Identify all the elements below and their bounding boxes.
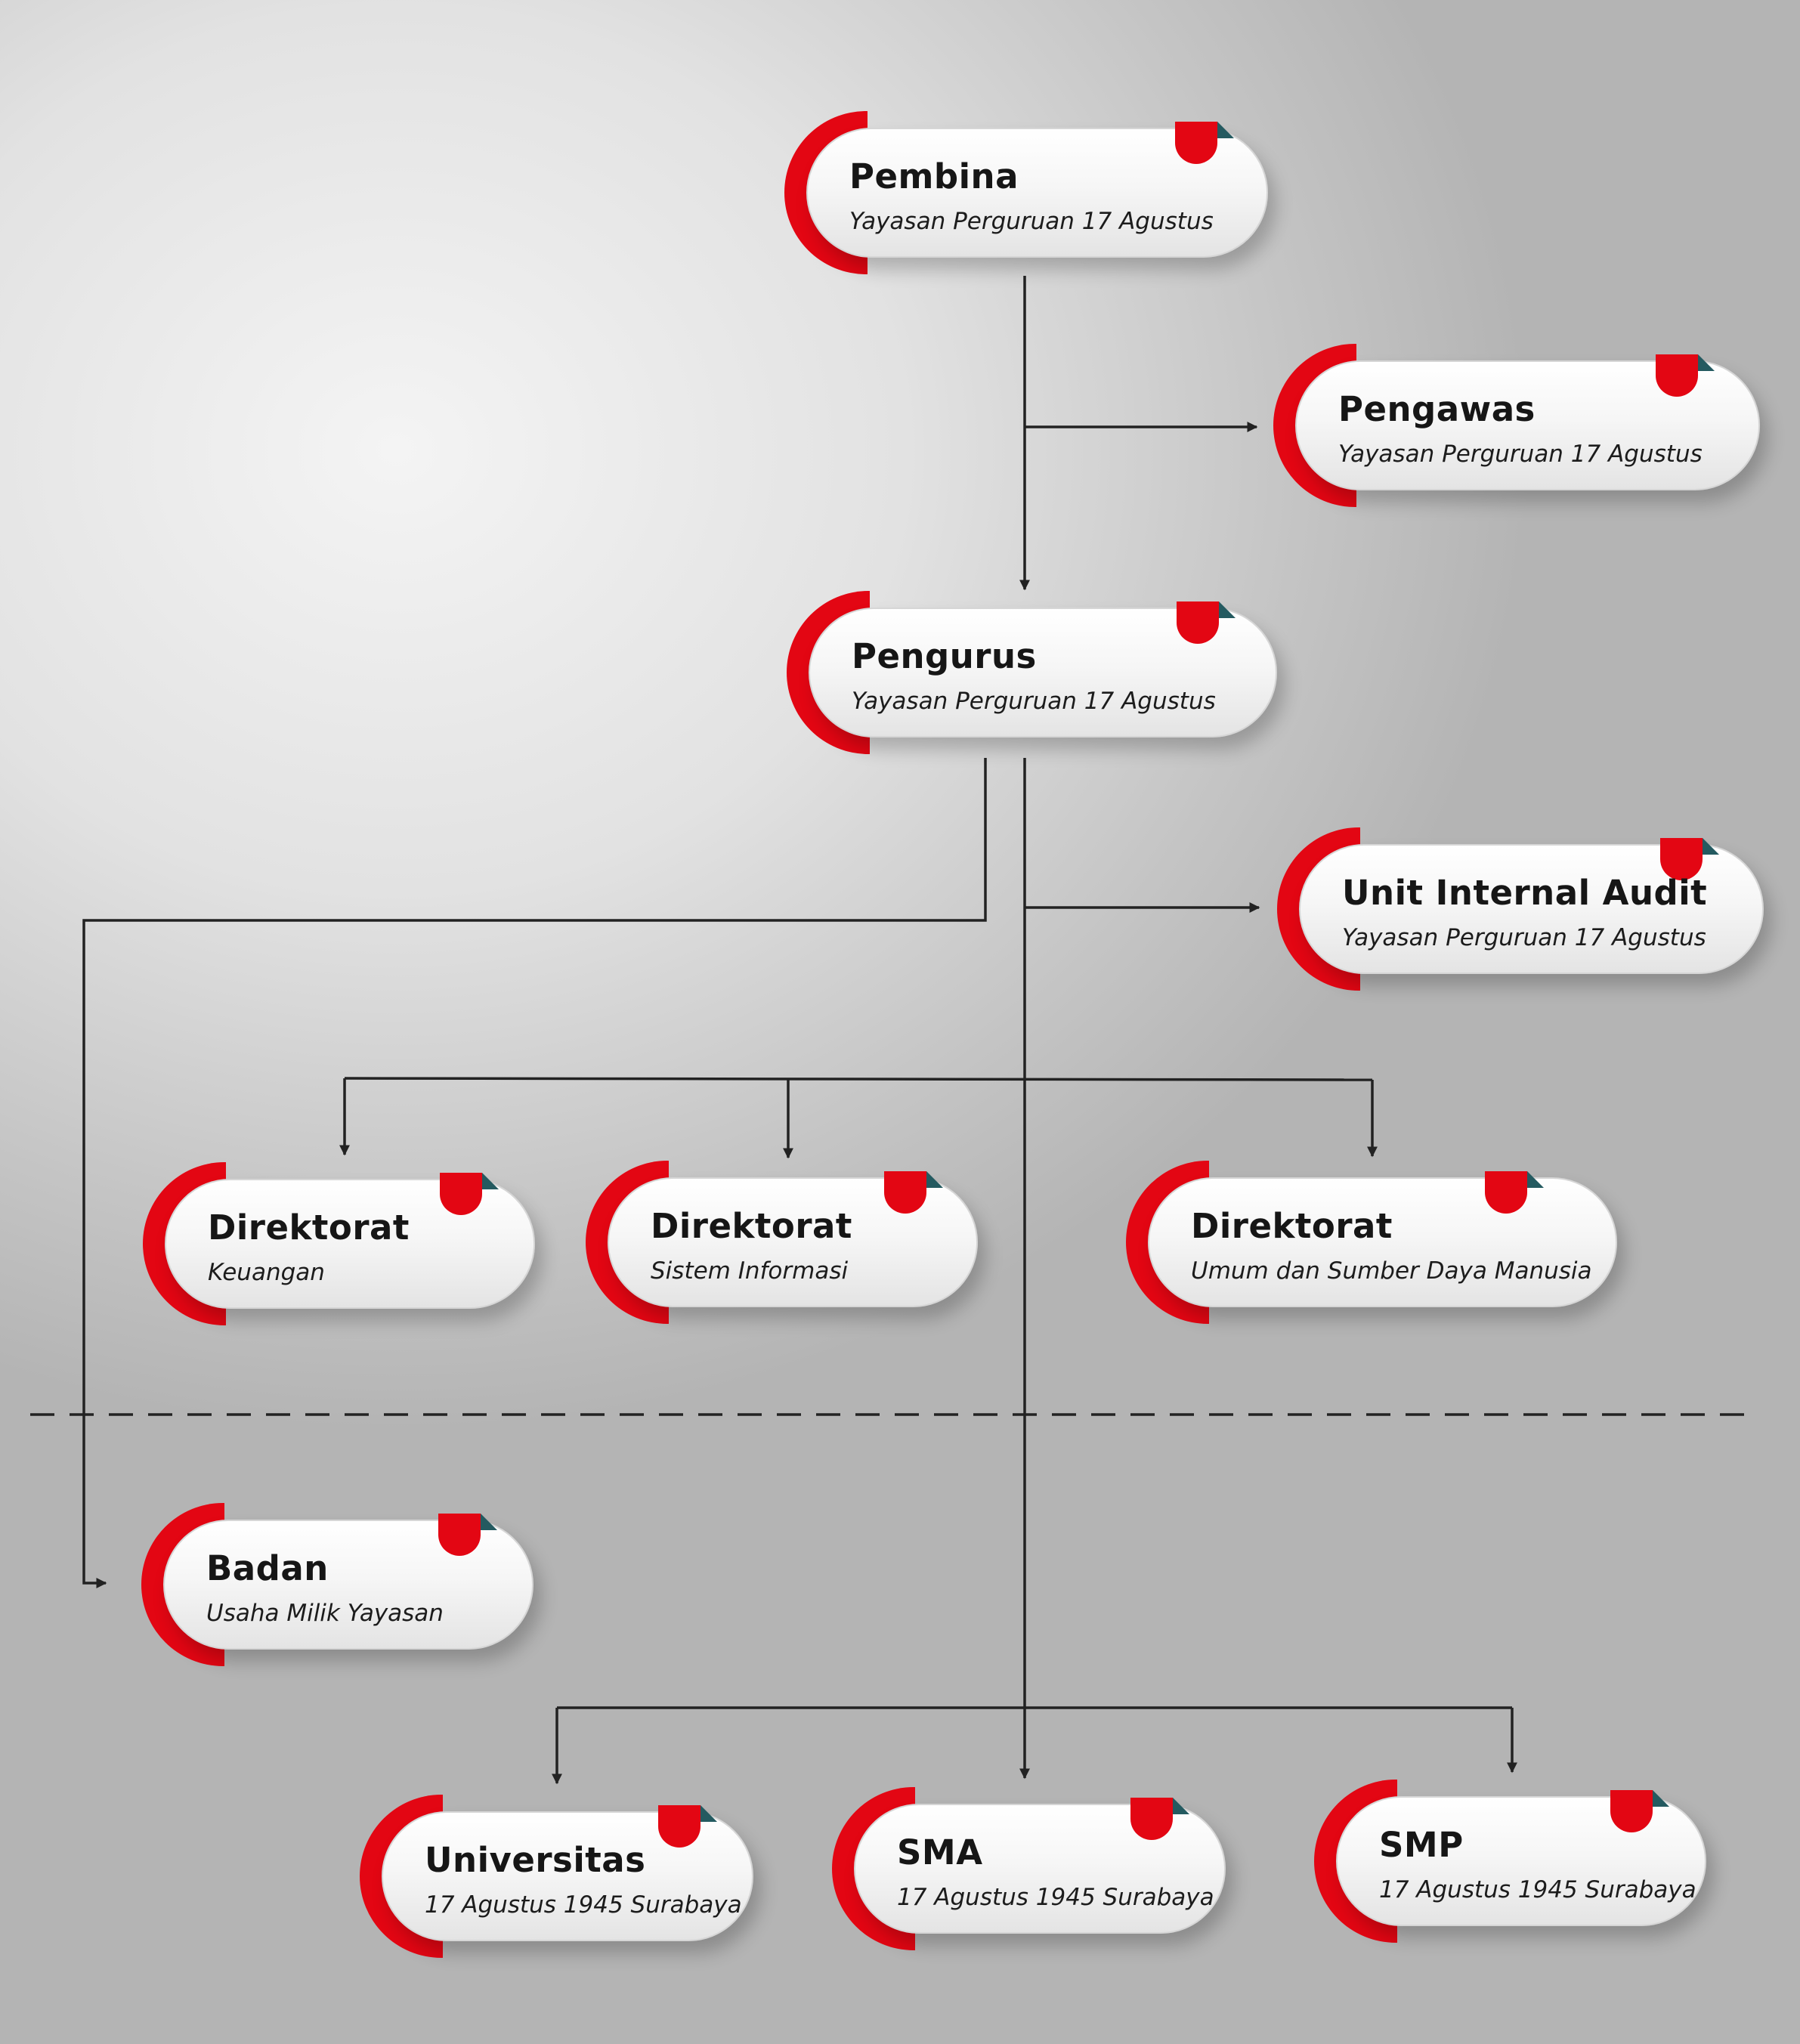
node-card: Pengawas Yayasan Perguruan 17 Agustus [1295, 354, 1760, 490]
tab-fold-icon [481, 1514, 497, 1530]
tab-marker-icon [884, 1171, 926, 1214]
tab-marker-icon [440, 1173, 482, 1215]
node-subtitle: Usaha Milik Yayasan [206, 1600, 444, 1627]
node-title: SMA [897, 1832, 983, 1872]
node-title: Badan [206, 1548, 329, 1588]
node-subtitle: Yayasan Perguruan 17 Agustus [852, 688, 1216, 715]
node-subtitle: Yayasan Perguruan 17 Agustus [1342, 924, 1706, 951]
node-subtitle: Sistem Informasi [651, 1257, 849, 1285]
tab-fold-icon [926, 1171, 943, 1188]
node-card: SMP 17 Agustus 1945 Surabaya [1336, 1790, 1706, 1926]
node-card: Direktorat Umum dan Sumber Daya Manusia [1148, 1171, 1617, 1307]
node-card: Universitas 17 Agustus 1945 Surabaya [382, 1805, 753, 1941]
node-title: Pembina [849, 156, 1019, 196]
tab-fold-icon [1703, 838, 1719, 855]
node-title: Universitas [425, 1840, 646, 1880]
node-card: SMA 17 Agustus 1945 Surabaya [854, 1798, 1226, 1934]
node-title: Pengawas [1338, 389, 1536, 429]
tab-marker-icon [1610, 1790, 1653, 1832]
tab-marker-icon [1130, 1798, 1173, 1840]
tab-fold-icon [1217, 122, 1234, 138]
tab-marker-icon [1177, 601, 1219, 644]
direktorat-branch-line [344, 1077, 1373, 1081]
node-card: Direktorat Keuangan [165, 1173, 535, 1309]
node-title: SMP [1379, 1825, 1464, 1865]
tab-fold-icon [482, 1173, 499, 1189]
to-badan-line [82, 758, 987, 1588]
node-subtitle: 17 Agustus 1945 Surabaya [897, 1884, 1214, 1911]
node-title: Direktorat [651, 1206, 852, 1246]
node-title: Direktorat [1191, 1206, 1393, 1246]
node-card: Badan Usaha Milik Yayasan [163, 1514, 534, 1650]
node-subtitle: 17 Agustus 1945 Surabaya [425, 1891, 742, 1919]
node-card: Pembina Yayasan Perguruan 17 Agustus [806, 122, 1268, 258]
tab-marker-icon [1660, 838, 1703, 880]
tab-fold-icon [1527, 1171, 1544, 1188]
node-title: Pengurus [852, 636, 1037, 676]
node-subtitle: 17 Agustus 1945 Surabaya [1379, 1876, 1696, 1903]
node-card: Direktorat Sistem Informasi [608, 1171, 978, 1307]
tab-fold-icon [1219, 601, 1236, 618]
node-title: Unit Internal Audit [1342, 873, 1708, 913]
node-subtitle: Yayasan Perguruan 17 Agustus [849, 208, 1214, 235]
tab-fold-icon [1698, 354, 1715, 371]
tab-marker-icon [438, 1514, 481, 1556]
tab-marker-icon [1485, 1171, 1527, 1214]
node-card: Unit Internal Audit Yayasan Perguruan 17… [1299, 838, 1764, 974]
tab-fold-icon [701, 1805, 717, 1822]
tab-marker-icon [1175, 122, 1217, 164]
tab-fold-icon [1653, 1790, 1669, 1807]
tab-marker-icon [1656, 354, 1698, 397]
tab-fold-icon [1173, 1798, 1189, 1814]
node-subtitle: Keuangan [208, 1259, 325, 1286]
node-subtitle: Yayasan Perguruan 17 Agustus [1338, 441, 1703, 468]
node-subtitle: Umum dan Sumber Daya Manusia [1191, 1257, 1592, 1285]
tab-marker-icon [658, 1805, 701, 1848]
node-card: Pengurus Yayasan Perguruan 17 Agustus [809, 601, 1277, 738]
node-title: Direktorat [208, 1208, 410, 1248]
